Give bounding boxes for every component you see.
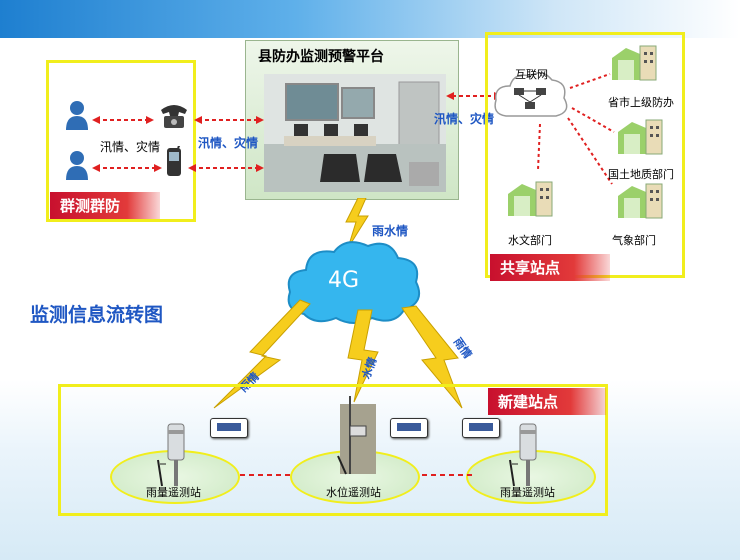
left-flow-text-2: 汛情、灾情 — [198, 136, 259, 150]
left-flow-text-1: 汛情、灾情 — [100, 140, 161, 154]
data-logger-icon-2 — [390, 418, 428, 438]
new-sites-box — [58, 384, 608, 516]
building-icon-land — [612, 114, 668, 164]
station-label-2: 水位遥测站 — [326, 486, 381, 499]
rain-gauge-icon-1 — [156, 420, 196, 494]
station-links — [240, 474, 472, 476]
station-ellipse-3 — [466, 450, 596, 504]
mass-monitoring-label: 群测群防 — [50, 192, 160, 219]
diagram-title: 监测信息流转图 — [30, 304, 164, 326]
data-logger-icon-3 — [462, 418, 500, 438]
person-icon-top — [64, 100, 90, 134]
dept-hydrology: 水文部门 — [508, 234, 552, 247]
station-label-1: 雨量遥测站 — [146, 486, 201, 499]
left-arrows — [92, 116, 264, 172]
rain-water-text: 雨水情 — [372, 224, 409, 238]
dept-land: 国土地质部门 — [608, 168, 674, 181]
water-level-icon — [336, 396, 380, 480]
new-sites-label: 新建站点 — [488, 388, 606, 415]
control-room-image — [264, 74, 446, 192]
station-label-3: 雨量遥测站 — [500, 486, 555, 499]
lightning-bolt-top — [345, 198, 369, 248]
cloud-4g-label: 4G — [328, 268, 360, 293]
internet-label: 互联网 — [515, 68, 548, 81]
dept-provincial: 省市上级防办 — [608, 96, 674, 109]
telephone-icon — [158, 100, 190, 134]
data-logger-icon-1 — [210, 418, 248, 438]
building-icon-hydrology — [502, 176, 558, 226]
platform-title: 县防办监测预警平台 — [258, 49, 384, 65]
top-banner — [0, 0, 740, 38]
right-flow-text: 汛情、灾情 — [434, 112, 495, 126]
building-icon-provincial — [606, 40, 662, 90]
internet-cloud — [492, 66, 570, 132]
building-icon-weather — [612, 178, 668, 228]
person-icon-bottom — [64, 150, 90, 184]
mass-monitoring-box — [46, 60, 196, 222]
rain-gauge-icon-2 — [508, 420, 548, 494]
shared-sites-label: 共享站点 — [490, 254, 610, 281]
dept-weather: 气象部门 — [612, 234, 656, 247]
shared-arrows — [537, 73, 615, 185]
